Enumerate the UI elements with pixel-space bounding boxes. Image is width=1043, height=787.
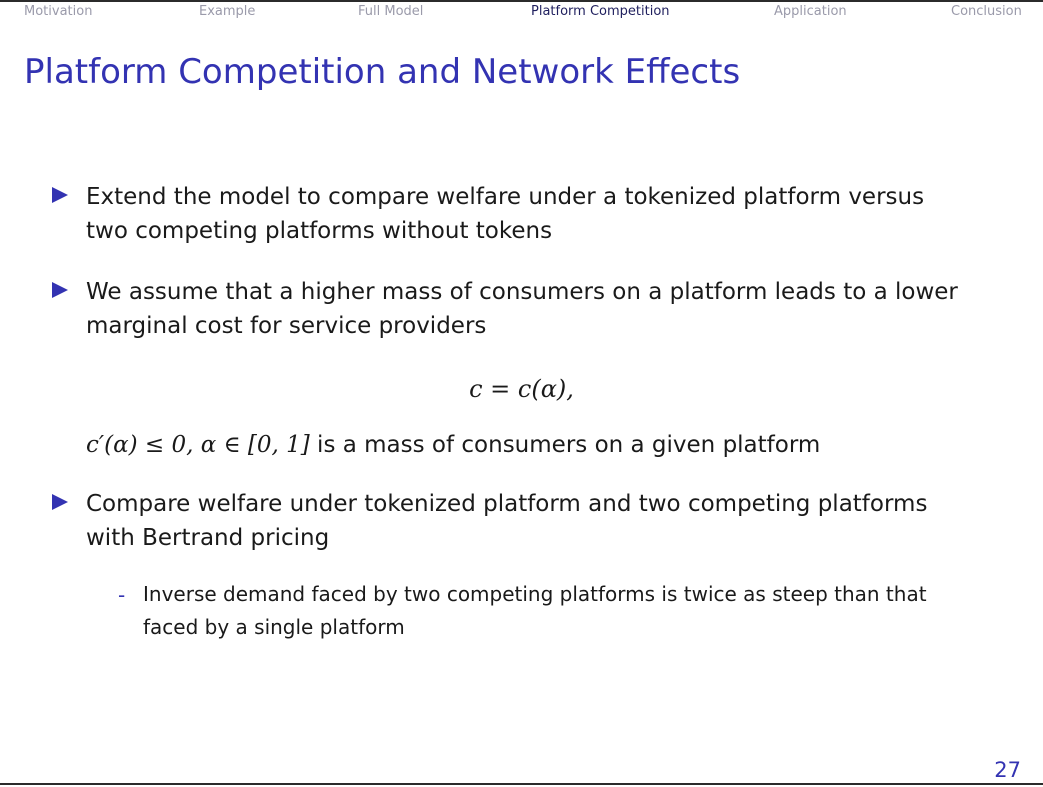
- section-navigation: Motivation Example Full Model Platform C…: [0, 4, 1043, 24]
- nav-item-example[interactable]: Example: [199, 4, 256, 19]
- sub-bullet-text: Inverse demand faced by two competing pl…: [143, 582, 927, 639]
- slide-title: Platform Competition and Network Effects: [24, 52, 741, 92]
- bullet-text: Compare welfare under tokenized platform…: [86, 491, 928, 551]
- equation-description: c′(α) ≤ 0, α ∈ [0, 1] is a mass of consu…: [86, 428, 820, 462]
- bullet-text: Extend the model to compare welfare unde…: [86, 184, 925, 244]
- page-number: 27: [994, 758, 1021, 782]
- bottom-rule: [0, 783, 1043, 785]
- nav-item-motivation[interactable]: Motivation: [24, 4, 93, 19]
- triangle-right-icon: [52, 282, 68, 298]
- equation: c = c(α),: [469, 375, 574, 403]
- nav-item-conclusion[interactable]: Conclusion: [951, 4, 1022, 19]
- nav-item-full-model[interactable]: Full Model: [358, 4, 424, 19]
- bullet-text: We assume that a higher mass of consumer…: [86, 279, 958, 339]
- sub-bullet-marker: -: [118, 583, 126, 607]
- top-rule: [0, 0, 1043, 2]
- triangle-right-icon: [52, 494, 68, 510]
- nav-item-application[interactable]: Application: [774, 4, 847, 19]
- equation-description-text: is a mass of consumers on a given platfo…: [309, 432, 821, 458]
- equation-condition: c′(α) ≤ 0, α ∈ [0, 1]: [86, 432, 310, 458]
- triangle-right-icon: [52, 187, 68, 203]
- nav-item-platform-competition[interactable]: Platform Competition: [531, 4, 670, 19]
